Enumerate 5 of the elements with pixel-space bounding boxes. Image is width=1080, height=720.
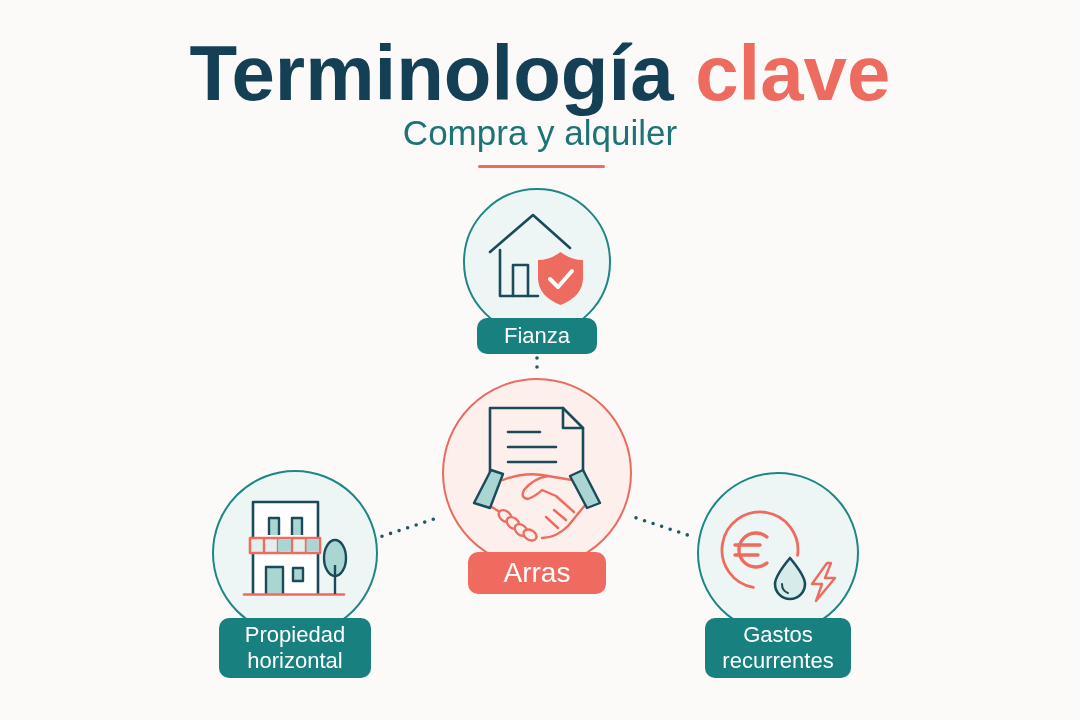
term-label: Fianza [477, 318, 597, 354]
term-label: Arras [468, 552, 606, 594]
term-label: Propiedad horizontal [219, 618, 371, 678]
term-label: Gastos recurrentes [705, 618, 851, 678]
subtitle: Compra y alquiler [402, 115, 678, 150]
